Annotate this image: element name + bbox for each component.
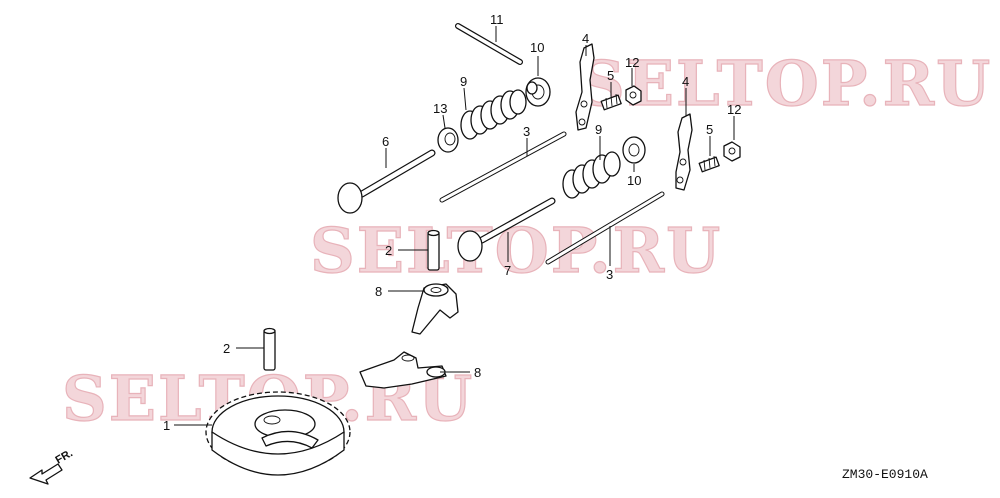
- part-3-pushrod-upper: [439, 131, 567, 203]
- watermark-middle: SELTOP.RU: [310, 214, 722, 287]
- part-10-retainer-lower: [622, 136, 646, 164]
- part-9-spring-lower: [562, 151, 621, 199]
- callout-13: 13: [433, 101, 447, 116]
- callout-2-upper: 2: [385, 243, 392, 258]
- callout-4-left: 4: [582, 31, 589, 46]
- watermark-top: SELTOP.RU: [580, 47, 992, 120]
- callout-6: 6: [382, 134, 389, 149]
- part-7-valve: [457, 197, 556, 262]
- part-2-pin-lower: [263, 327, 276, 371]
- callout-1: 1: [163, 418, 170, 433]
- callout-2-lower: 2: [223, 341, 230, 356]
- callout-7: 7: [504, 263, 511, 278]
- callout-5-left: 5: [607, 68, 614, 83]
- callout-12-right: 12: [727, 102, 741, 117]
- callout-9-upper: 9: [460, 74, 467, 89]
- part-1-camshaft-gear: [205, 391, 351, 476]
- callout-10-upper: 10: [530, 40, 544, 55]
- part-12-nut-left: [625, 85, 642, 106]
- callout-8-lower: 8: [474, 365, 481, 380]
- part-4-rocker-arm-right: [675, 113, 693, 191]
- callout-4-right: 4: [682, 74, 689, 89]
- part-5-stud-right: [698, 155, 720, 173]
- callout-9-lower: 9: [595, 122, 602, 137]
- callout-3-upper: 3: [523, 124, 530, 139]
- part-2-pin-upper: [427, 229, 440, 271]
- callout-11: 11: [490, 12, 504, 27]
- part-8-tappet-upper: [411, 283, 459, 335]
- callout-8-upper: 8: [375, 284, 382, 299]
- part-5-stud-left: [600, 93, 622, 111]
- callout-12-left: 12: [625, 55, 639, 70]
- part-8-tappet-lower: [359, 351, 447, 389]
- callout-5-right: 5: [706, 122, 713, 137]
- leader-lines: [174, 26, 735, 426]
- front-label: FR.: [54, 447, 75, 466]
- part-6-valve: [337, 149, 436, 214]
- part-11-rod: [455, 23, 523, 65]
- part-10-retainer-upper: [525, 77, 551, 107]
- callout-3-lower: 3: [606, 267, 613, 282]
- part-3-pushrod-lower: [545, 191, 665, 265]
- part-12-nut-right: [723, 141, 741, 162]
- diagram-code: ZM30-E0910A: [842, 467, 928, 482]
- part-9-spring-upper: [460, 89, 527, 140]
- front-direction-marker: FR.: [29, 447, 75, 485]
- part-13-seal: [437, 127, 459, 153]
- callout-10-lower: 10: [627, 173, 641, 188]
- part-4-rocker-arm-left: [575, 43, 595, 131]
